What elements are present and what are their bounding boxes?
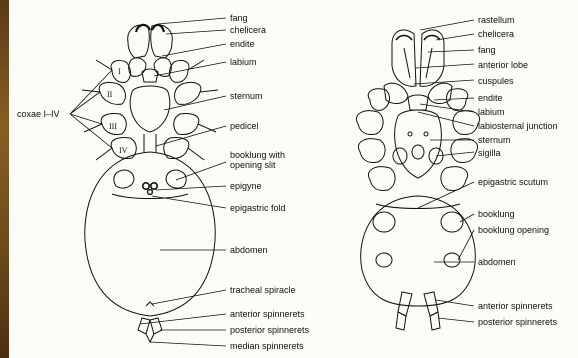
label-labiosternal-junction: labiosternal junction [478,121,558,131]
label-booklung-slit-1: booklung with [230,150,285,160]
left-leader-lines [70,18,226,346]
label-booklung-slit-2: opening slit [230,160,276,170]
label-booklung-opening: booklung opening [478,225,549,235]
label-tracheal-spiracle: tracheal spiracle [230,285,296,295]
right-spider-figure [356,30,479,330]
coxa-numeral-1: I [118,67,121,76]
label-anterior-spinnerets-right: anterior spinnerets [478,301,553,311]
label-endite: endite [230,39,255,49]
label-abdomen-right: abdomen [478,257,516,267]
left-spider-figure [82,25,218,342]
label-sternum-right: sternum [478,135,511,145]
label-anterior-spinnerets-left: anterior spinnerets [230,309,305,319]
label-rastellum: rastellum [478,15,515,25]
coxa-numeral-3: III [109,122,117,131]
label-median-spinnerets: median spinnerets [230,341,304,351]
label-endite-right: endite [478,93,503,103]
label-chelicera-right: chelicera [478,29,514,39]
coxa-numeral-4: IV [119,146,128,155]
label-epigastric-fold: epigastric fold [230,203,286,213]
coxa-numeral-2: II [107,90,113,99]
label-abdomen-left: abdomen [230,245,268,255]
label-epigastric-scutum: epigastric scutum [478,177,548,187]
label-coxae: coxae I–IV [17,109,60,119]
label-booklung: booklung [478,209,515,219]
label-fang: fang [230,13,248,23]
label-fang-right: fang [478,45,496,55]
label-cuspules: cuspules [478,76,514,86]
label-epigyne: epigyne [230,181,262,191]
label-anterior-lobe: anterior lobe [478,60,528,70]
label-pedicel: pedicel [230,121,259,131]
label-labium-right: labium [478,107,505,117]
label-chelicera: chelicera [230,25,266,35]
left-labels: fang chelicera endite labium coxae I–IV … [17,13,310,351]
label-sigilla: sigilla [478,148,501,158]
right-labels: rastellum chelicera fang anterior lobe c… [478,15,558,327]
label-posterior-spinnerets-left: posterior spinnerets [230,325,310,335]
label-sternum: sternum [230,91,263,101]
label-posterior-spinnerets-right: posterior spinnerets [478,317,558,327]
label-labium: labium [230,57,257,67]
